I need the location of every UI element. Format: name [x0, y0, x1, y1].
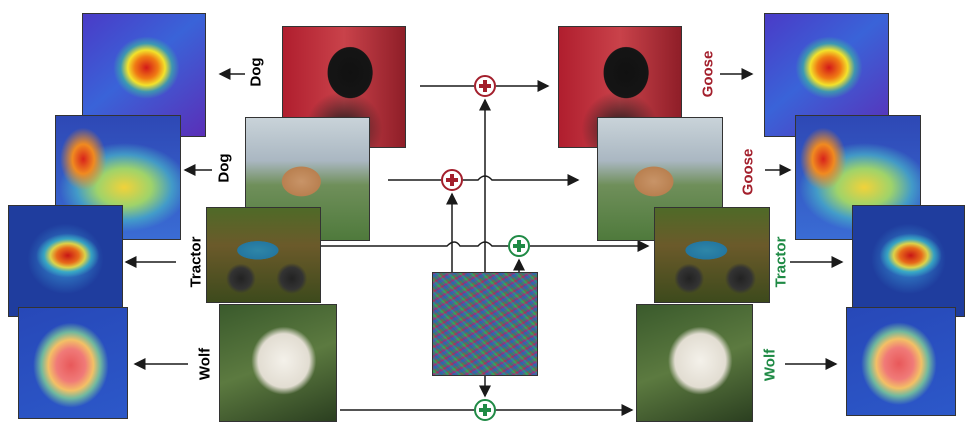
- heatmap-tractor-original: [8, 205, 123, 317]
- label-wolf-perturbed: Wolf: [761, 348, 779, 382]
- image-tractor-original: [206, 207, 321, 303]
- image-wolf-perturbed: [636, 304, 753, 422]
- label-dog1-original: Dog: [247, 57, 265, 87]
- label-tractor-original: Tractor: [187, 236, 205, 288]
- image-tractor-perturbed: [654, 207, 770, 303]
- image-wolf-original: [219, 304, 337, 422]
- plus-circle-icon: [441, 169, 463, 191]
- plus-circle-icon: [508, 235, 530, 257]
- plus-circle-icon: [474, 399, 496, 421]
- label-dog1-perturbed: Goose: [699, 50, 717, 98]
- label-tractor-perturbed: Tractor: [772, 236, 790, 288]
- heatmap-wolf-original: [18, 307, 128, 419]
- label-wolf-original: Wolf: [196, 347, 214, 381]
- label-dog2-perturbed: Goose: [739, 148, 757, 196]
- heatmap-tractor-perturbed: [852, 205, 965, 317]
- universal-perturbation-image: [432, 272, 538, 376]
- plus-circle-icon: [474, 75, 496, 97]
- label-dog2-original: Dog: [215, 153, 233, 183]
- heatmap-wolf-perturbed: [846, 307, 956, 416]
